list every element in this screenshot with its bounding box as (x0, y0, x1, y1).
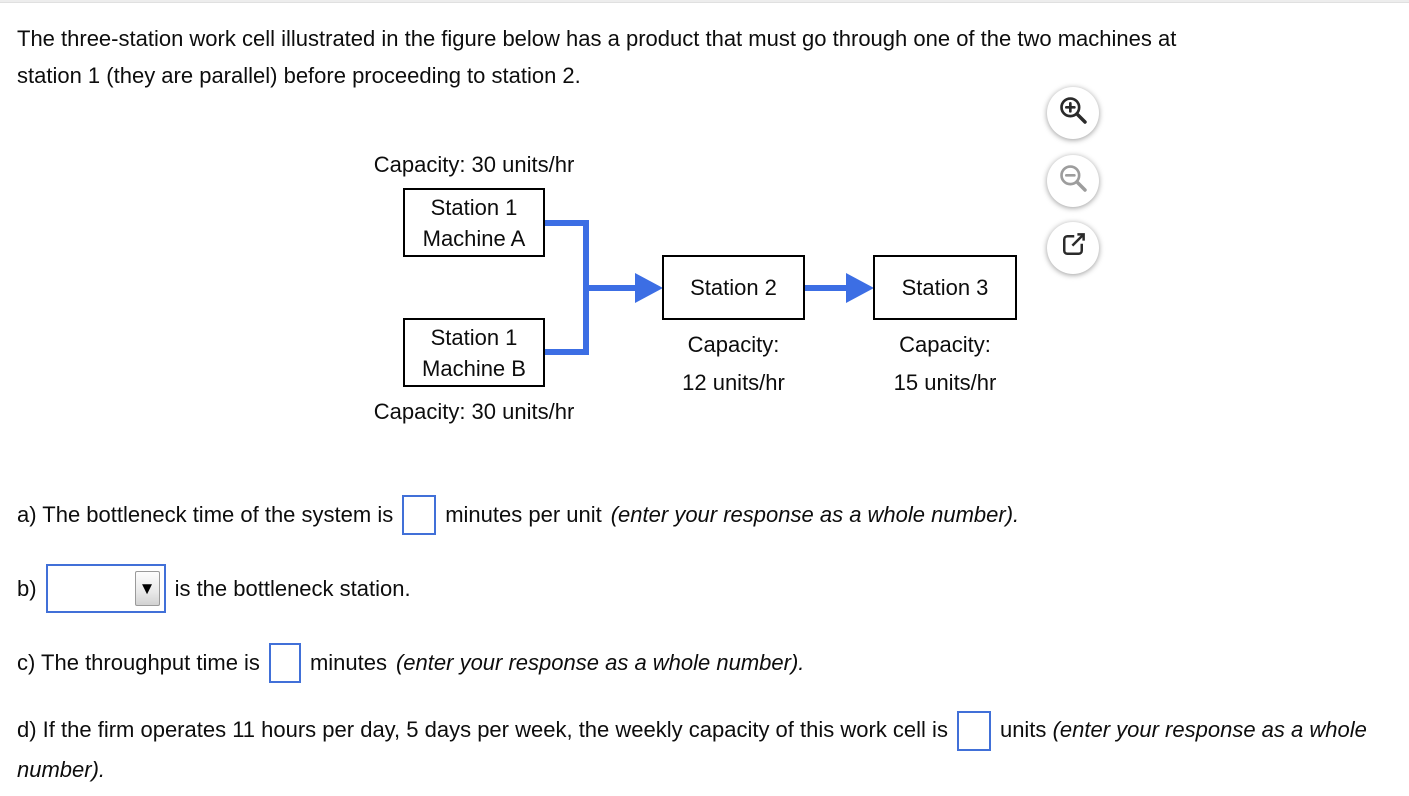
station1b-capacity-label: Capacity: 30 units/hr (373, 399, 575, 424)
top-divider (0, 0, 1409, 3)
arrow-into-station3-icon (846, 273, 874, 303)
connector-station2-station3 (805, 285, 849, 291)
station3-box: Station 3 (873, 255, 1017, 320)
question-d-prefix: d) If the firm operates 11 hours per day… (17, 717, 948, 742)
station2-box: Station 2 (662, 255, 805, 320)
connector-feed-line (583, 285, 638, 291)
station1a-line2: Machine A (422, 225, 526, 251)
station1b-line2: Machine B (422, 355, 526, 381)
question-c-prefix: c) The throughput time is (17, 650, 260, 675)
dropdown-arrow-glyph: ▼ (138, 578, 156, 598)
question-c-note: (enter your response as a whole number). (395, 650, 805, 675)
question-b-prefix: b) (17, 575, 37, 601)
zoom-out-button[interactable] (1047, 155, 1099, 207)
dropdown-selected-value (49, 568, 134, 609)
station3-capacity-line1: Capacity: (899, 332, 991, 357)
station3-capacity: Capacity: 15 units/hr (863, 326, 1027, 402)
zoom-out-icon (1057, 162, 1089, 200)
bottleneck-station-dropdown[interactable]: ▼ (45, 564, 166, 613)
chevron-down-icon[interactable]: ▼ (134, 571, 160, 606)
station2-capacity: Capacity: 12 units/hr (652, 326, 815, 402)
intro-line-1: The three-station work cell illustrated … (17, 26, 1177, 51)
connector-stub-machineB (545, 349, 589, 355)
station1a-capacity-label: Capacity: 30 units/hr (373, 152, 575, 177)
question-a-suffix: minutes per unit (445, 502, 602, 527)
zoom-in-button[interactable] (1047, 87, 1099, 139)
open-in-new-icon (1058, 230, 1088, 266)
throughput-time-input[interactable] (268, 643, 301, 683)
station2-capacity-line1: Capacity: (687, 332, 780, 357)
open-in-new-window-button[interactable] (1047, 222, 1099, 274)
station3-label: Station 3 (901, 275, 989, 300)
question-d: d) If the firm operates 11 hours per day… (17, 711, 1382, 789)
bottleneck-time-input[interactable] (402, 495, 437, 535)
question-b-suffix: is the bottleneck station. (174, 575, 411, 601)
station1-machineB-box: Station 1 Machine B (403, 318, 545, 387)
station2-label: Station 2 (690, 275, 777, 300)
question-intro: The three-station work cell illustrated … (17, 20, 1409, 94)
zoom-in-icon (1057, 94, 1089, 132)
intro-line-2: station 1 (they are parallel) before pro… (17, 63, 581, 88)
station3-capacity-line2: 15 units/hr (893, 370, 997, 395)
question-d-note: (enter your response as a whole number). (17, 717, 1367, 783)
question-a-note: (enter your response as a whole number). (610, 502, 1020, 527)
question-a-prefix: a) The bottleneck time of the system is (17, 502, 394, 527)
arrow-into-station2-icon (635, 273, 663, 303)
station1a-line1: Station 1 (430, 194, 518, 220)
weekly-capacity-input[interactable] (956, 711, 991, 752)
connector-stub-machineA (545, 220, 589, 226)
question-c-suffix: minutes (309, 650, 387, 675)
question-c: c) The throughput time is minutes (enter… (17, 642, 804, 684)
question-a: a) The bottleneck time of the system is … (17, 494, 1019, 536)
station1-machineA-box: Station 1 Machine A (403, 188, 545, 257)
question-d-suffix: units (999, 717, 1047, 742)
station1b-line1: Station 1 (430, 324, 518, 350)
station2-capacity-line2: 12 units/hr (682, 370, 785, 395)
question-b: b) ▼ is the bottleneck station. (17, 564, 411, 613)
